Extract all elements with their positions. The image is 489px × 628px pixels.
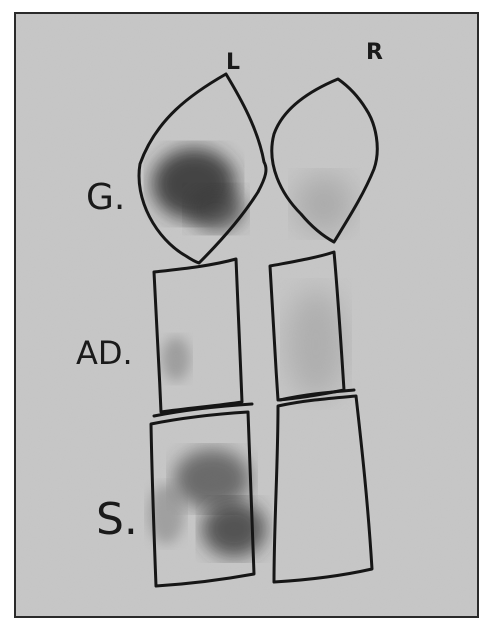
scintigram-drawing: L R G. AD. S. — [16, 14, 479, 618]
side-label-left: L — [226, 50, 240, 75]
uptake-spot-adnexa-left — [162, 337, 190, 381]
row-label-s: S. — [96, 494, 138, 545]
row-label-adnexa: AD. — [76, 334, 133, 372]
side-label-right: R — [366, 40, 383, 65]
uptake-spot-s-left-lower — [202, 501, 266, 557]
uptake-spot-s-left-upper — [174, 449, 250, 509]
scintigram-photo: L R G. AD. S. — [14, 12, 479, 618]
row-label-gonad: G. — [86, 177, 125, 218]
